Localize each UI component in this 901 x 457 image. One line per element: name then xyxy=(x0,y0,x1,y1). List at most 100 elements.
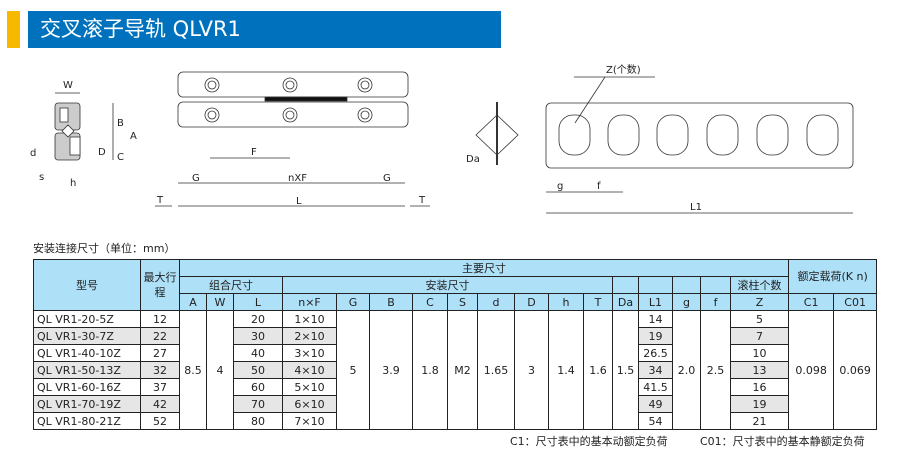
label-g-small: g xyxy=(557,181,563,192)
label-nxf: nXF xyxy=(288,173,307,184)
col-header: C xyxy=(412,293,448,311)
cell-stroke: 42 xyxy=(140,395,180,413)
cell-d: 1.65 xyxy=(477,310,515,430)
roller-diagonal-drawing: Da xyxy=(466,102,519,165)
header-install: 安装尺寸 xyxy=(282,276,613,294)
cell-model: QL VR1-80-21Z xyxy=(33,412,141,430)
cell-b: 3.9 xyxy=(369,310,413,430)
cell-nxf: 7×10 xyxy=(282,412,337,430)
col-header: f xyxy=(700,293,731,311)
label-c: C xyxy=(117,152,124,163)
note-c1: C1：尺寸表中的基本动额定负荷 xyxy=(510,435,668,448)
cell-stroke: 37 xyxy=(140,378,180,396)
header-model: 型号 xyxy=(33,259,141,311)
cell-l: 50 xyxy=(233,361,283,379)
col-header: L xyxy=(233,293,283,311)
cell-a: 8.5 xyxy=(179,310,207,430)
col-header: h xyxy=(548,293,584,311)
cell-f-small: 2.5 xyxy=(700,310,731,430)
cell-l: 70 xyxy=(233,395,283,413)
cell-z: 7 xyxy=(729,327,790,345)
label-l: L xyxy=(296,196,302,207)
col-header: C01 xyxy=(833,293,878,311)
col-header: d xyxy=(477,293,515,311)
cell-l1: 14 xyxy=(638,310,673,328)
label-f-small: f xyxy=(597,181,601,192)
cell-z: 10 xyxy=(729,344,790,362)
cell-nxf: 1×10 xyxy=(282,310,337,328)
cell-nxf: 5×10 xyxy=(282,378,337,396)
label-l1: L1 xyxy=(690,202,702,213)
header-rollers: 滚柱个数 xyxy=(729,276,790,294)
col-header: L1 xyxy=(638,293,673,311)
col-header: B xyxy=(369,293,413,311)
col-header: Da xyxy=(612,293,639,311)
label-a: A xyxy=(130,131,137,142)
header-stroke: 最大行程 xyxy=(140,259,180,311)
header-load: 额定载荷(K n) xyxy=(788,259,878,294)
cell-t: 1.6 xyxy=(583,310,613,430)
cell-d: 3 xyxy=(514,310,549,430)
label-g-left: G xyxy=(192,173,200,184)
cell-l1: 34 xyxy=(638,361,673,379)
col-header: A xyxy=(179,293,207,311)
cell-w: 4 xyxy=(206,310,234,430)
col-header: W xyxy=(206,293,234,311)
col-header: C1 xyxy=(788,293,835,311)
cell-g: 5 xyxy=(336,310,370,430)
cell-nxf: 2×10 xyxy=(282,327,337,345)
cell-c01: 0.069 xyxy=(833,310,878,430)
cell-nxf: 6×10 xyxy=(282,395,337,413)
col-header: Z xyxy=(729,293,790,311)
cell-model: QL VR1-30-7Z xyxy=(33,327,141,345)
label-t-right: T xyxy=(418,195,426,206)
cell-c1: 0.098 xyxy=(788,310,835,430)
col-header: n×F xyxy=(282,293,337,311)
label-s: s xyxy=(39,172,44,183)
label-t-left: T xyxy=(156,195,164,206)
cage-drawing: Z(个数) g f L1 xyxy=(545,63,854,214)
label-w: W xyxy=(63,80,73,91)
col-header: D xyxy=(514,293,549,311)
cell-s: M2 xyxy=(447,310,478,430)
label-z: Z(个数) xyxy=(606,63,641,76)
label-da: Da xyxy=(466,154,480,165)
cell-z: 19 xyxy=(729,395,790,413)
cell-model: QL VR1-50-13Z xyxy=(33,361,141,379)
cell-l: 40 xyxy=(233,344,283,362)
cell-l1: 41.5 xyxy=(638,378,673,396)
label-d-big: D xyxy=(98,147,106,158)
technical-drawings: W B A d D C s h F G nXF G L T T Da xyxy=(30,63,854,214)
cell-nxf: 3×10 xyxy=(282,344,337,362)
title-accent xyxy=(7,11,20,48)
label-h: h xyxy=(70,178,76,189)
cell-z: 16 xyxy=(729,378,790,396)
unit-label: 安装连接尺寸（单位：mm） xyxy=(33,242,176,255)
cell-l1: 26.5 xyxy=(638,344,673,362)
cell-l: 30 xyxy=(233,327,283,345)
cell-l1: 19 xyxy=(638,327,673,345)
header-main-dims: 主要尺寸 xyxy=(178,259,790,277)
cell-l1: 49 xyxy=(638,395,673,413)
label-g-right: G xyxy=(383,173,391,184)
label-f: F xyxy=(251,147,257,158)
cell-model: QL VR1-40-10Z xyxy=(33,344,141,362)
cell-nxf: 4×10 xyxy=(282,361,337,379)
cell-model: QL VR1-20-5Z xyxy=(33,310,141,328)
cross-section-drawing: W B A d D C s h xyxy=(30,80,137,189)
cell-z: 21 xyxy=(729,412,790,430)
cell-g-small: 2.0 xyxy=(672,310,701,430)
col-header: g xyxy=(672,293,701,311)
rail-drawing: F G nXF G L T T xyxy=(155,71,430,207)
cell-stroke: 32 xyxy=(140,361,180,379)
cell-da: 1.5 xyxy=(612,310,639,430)
label-d: d xyxy=(30,148,36,159)
cell-l: 20 xyxy=(233,310,283,328)
